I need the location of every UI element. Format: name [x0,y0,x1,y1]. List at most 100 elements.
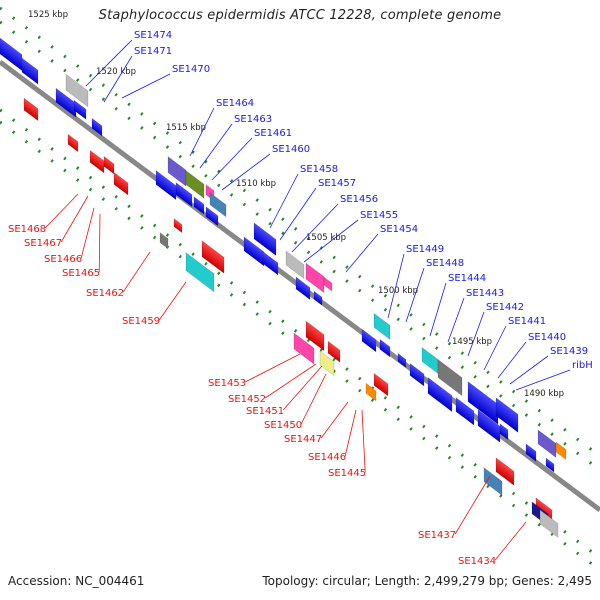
guide-dots [0,120,600,572]
label-leader [361,409,366,473]
gene-label-forward: SE1456 [340,194,378,205]
gene-label-reverse: SE1445 [328,468,366,479]
label-leader [291,203,339,253]
label-leader [282,365,323,411]
label-leader [269,173,299,229]
forward-feature [379,338,391,358]
gene-label-forward: SE1441 [508,316,546,327]
forward-feature [73,99,87,120]
forward-feature [427,377,453,413]
gene-label-reverse: SE1466 [44,254,82,265]
tick-label: 1500 kbp [378,286,418,296]
label-leader [429,282,447,337]
label-leader [509,355,549,385]
label-leader [122,251,151,293]
forward-feature [205,206,219,227]
label-leader [98,213,101,273]
label-leader [121,73,171,99]
gene-label-forward: SE1474 [134,30,172,41]
tick-label: 1505 kbp [306,233,346,243]
forward-feature [397,352,407,368]
label-leader [85,39,133,87]
gene-label-reverse: SE1459 [122,316,160,327]
label-leader [515,369,571,391]
gene-label-forward: SE1455 [360,210,398,221]
reverse-feature [305,320,325,352]
forward-feature [361,328,377,353]
gene-label-forward: SE1470 [172,64,210,75]
gene-label-reverse: SE1434 [458,556,496,567]
reverse-feature [539,509,559,538]
forward-feature [323,276,333,292]
feature-blocks [0,37,567,538]
forward-feature [525,443,537,462]
label-leader [497,341,527,379]
reverse-feature [89,149,105,174]
label-leader [483,325,507,371]
label-leaders [44,39,571,561]
forward-feature [209,192,227,218]
reverse-feature [483,467,503,496]
label-leader [80,207,95,259]
label-leader [264,363,317,399]
label-leader [158,281,187,321]
tick-label: 1510 kbp [236,179,276,189]
tick-label: 1495 kbp [452,337,492,347]
gene-label-reverse: SE1447 [284,434,322,445]
label-leader [103,55,133,103]
reverse-feature [159,232,169,250]
gene-label-forward: SE1458 [300,164,338,175]
guide-dots [0,20,600,472]
accession-text: Accession: NC_004461 [8,574,145,588]
gene-label-reverse: SE1468 [8,224,46,235]
reverse-feature [319,350,335,377]
tick-label: 1520 kbp [96,67,136,77]
reverse-feature [327,340,341,363]
reverse-feature [293,332,315,365]
reverse-feature [173,218,183,234]
gene-label-forward: SE1464 [216,98,254,109]
label-leader [320,401,349,439]
gene-labels: SE1474SE1471SE1470SE1464SE1463SE1461SE14… [8,30,593,567]
label-leader [199,123,233,169]
forward-feature [455,397,475,426]
forward-feature [555,441,567,460]
forward-feature [421,347,439,374]
forward-feature [21,57,39,85]
gene-label-forward: SE1444 [448,273,486,284]
label-leader [221,153,271,191]
label-leader [245,353,301,383]
tick-label: 1525 kbp [28,10,68,20]
forward-feature [253,222,277,256]
label-leader [279,187,317,241]
forward-feature [545,457,555,473]
forward-feature [495,397,519,433]
gene-label-forward: SE1461 [254,128,292,139]
reverse-feature [23,97,39,122]
forward-feature [313,290,323,306]
gene-label-reverse: SE1450 [264,420,302,431]
guide-dots [0,6,600,458]
reverse-feature [201,240,225,274]
map-title: Staphylococcus epidermidis ATCC 12228, c… [98,8,502,23]
forward-feature [373,312,391,340]
gene-label-forward: SE1443 [466,288,504,299]
label-leader [211,137,253,181]
label-leader [303,219,359,263]
gene-label-forward: SE1448 [426,258,464,269]
forward-feature [91,117,103,137]
forward-feature [175,182,193,208]
forward-feature [499,423,509,441]
gene-label-reverse: SE1446 [308,452,346,463]
gene-label-reverse: SE1462 [86,288,124,299]
gene-label-forward: SE1460 [272,144,310,155]
gene-label-forward: SE1442 [486,302,524,313]
forward-feature [193,196,205,215]
reverse-feature [495,457,515,486]
gene-label-reverse: SE1453 [208,378,246,389]
gene-label-reverse: SE1437 [418,530,456,541]
gene-label-forward: SE1454 [380,224,418,235]
forward-feature [285,250,305,280]
forward-feature [185,170,205,199]
topology-text: Topology: circular; Length: 2,499,279 bp… [262,574,592,588]
